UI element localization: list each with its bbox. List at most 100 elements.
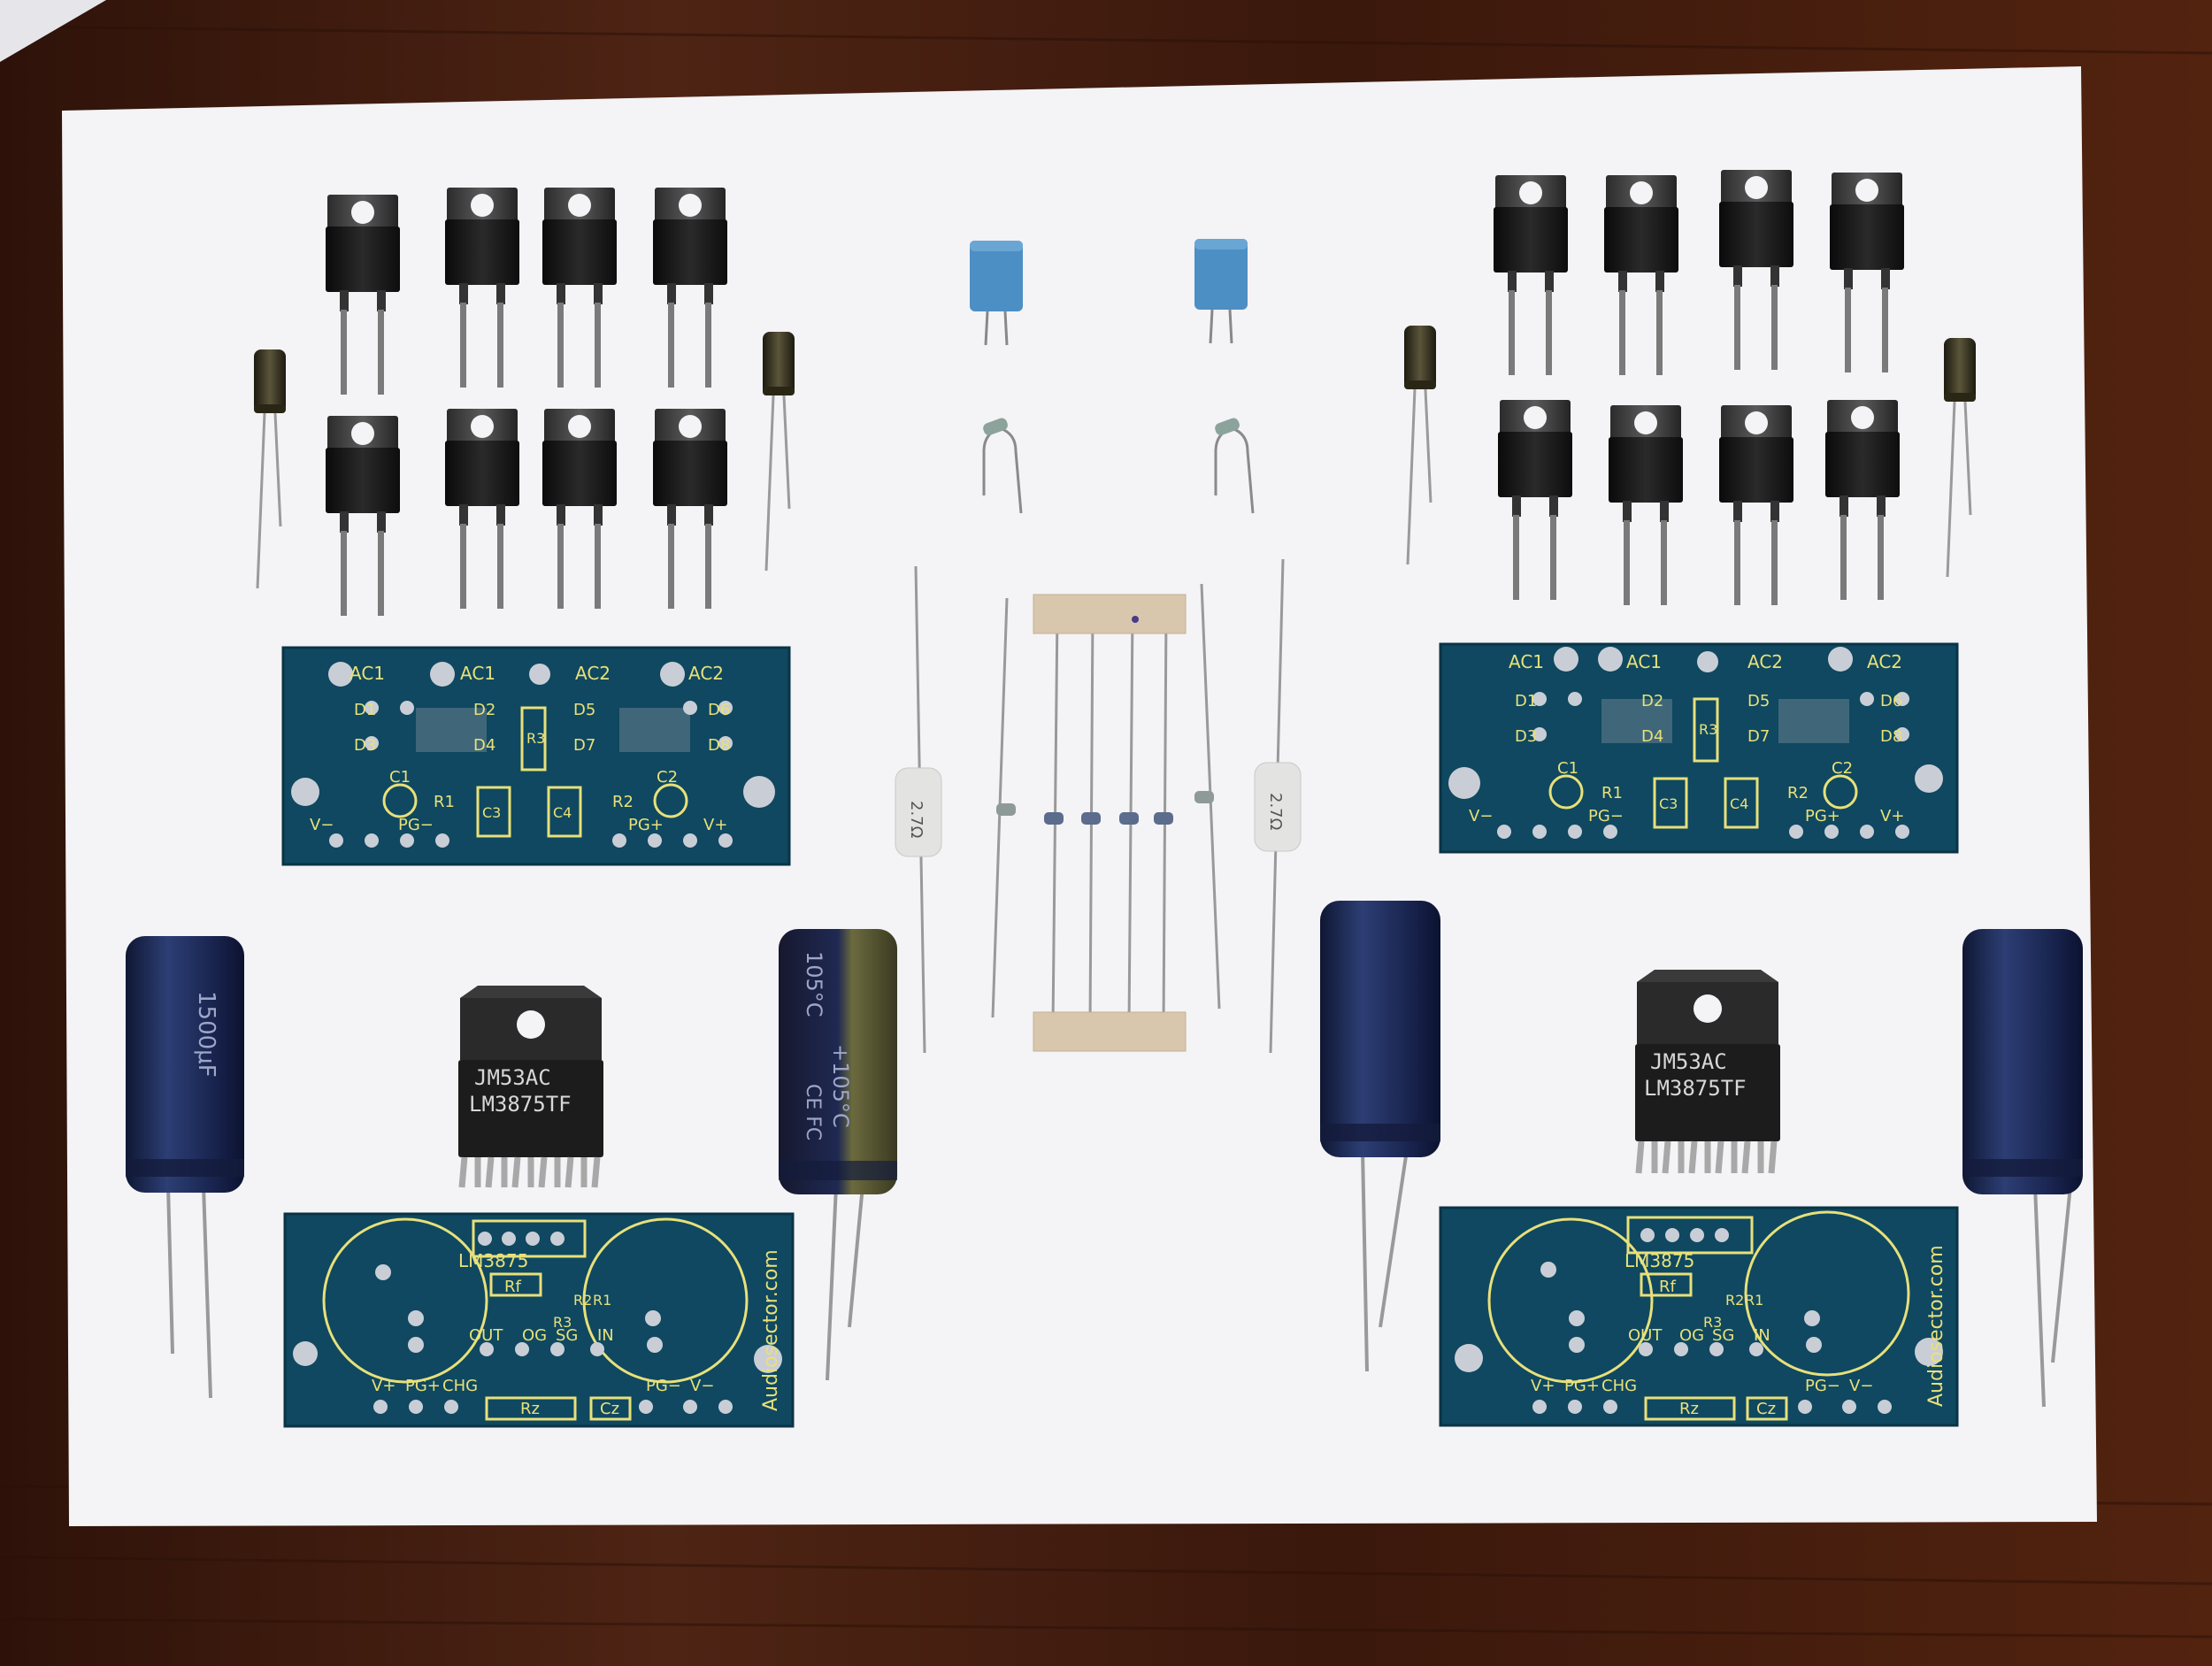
label-out: OUT [469, 1326, 503, 1345]
label-c2: C2 [1832, 759, 1853, 778]
label-chg: CHG [1601, 1377, 1637, 1395]
label-d4: D4 [473, 736, 495, 755]
label-rf: Rf [1659, 1278, 1677, 1296]
rectifier-pcb-right: AC1 AC1 AC2 AC2 D1 D2 D3 D4 D5 D6 D7 D8 … [1439, 642, 1959, 854]
label-ac2: AC2 [1747, 651, 1783, 672]
label-r1: R1 [1745, 1292, 1763, 1309]
label-pgminus: PG− [1588, 807, 1624, 825]
label-c1: C1 [1557, 759, 1578, 778]
label-ac1b: AC1 [1626, 651, 1662, 672]
label-vminus: V− [1469, 807, 1493, 825]
label-d8: D8 [1880, 727, 1902, 746]
label-r1: R1 [593, 1292, 611, 1309]
lm3875-ic-right: JM53AC LM3875TF [1635, 970, 1780, 1174]
label-ac1b: AC1 [460, 663, 495, 684]
label-d8: D8 [708, 736, 730, 755]
label-d2: D2 [473, 701, 495, 719]
label-sg: SG [556, 1326, 578, 1345]
label-c1: C1 [389, 768, 411, 787]
label-pgplus: PG+ [1564, 1377, 1600, 1395]
paper-corner [0, 0, 106, 62]
label-chg: CHG [442, 1377, 478, 1395]
cap-marking: 1500μF [193, 991, 219, 1078]
resistor-tape-strip [991, 583, 1221, 1052]
big-capacitor-right [1962, 929, 2083, 1408]
label-chip: LM3875 [1624, 1250, 1694, 1271]
label-r3: R3 [526, 730, 545, 747]
label-rz: Rz [1679, 1400, 1699, 1418]
label-og: OG [522, 1326, 547, 1345]
ic-line2: LM3875TF [469, 1092, 572, 1117]
label-og: OG [1679, 1326, 1704, 1345]
label-vplus: V+ [703, 816, 727, 834]
label-d6: D6 [1880, 692, 1902, 710]
power-resistor-right: 2.7Ω [1254, 558, 1302, 1054]
label-c2: C2 [657, 768, 678, 787]
label-ac2b: AC2 [688, 663, 724, 684]
label-pgminus: PG− [398, 816, 434, 834]
label-d2: D2 [1641, 692, 1663, 710]
label-in: IN [1754, 1326, 1770, 1345]
label-r3: R3 [1703, 1314, 1722, 1331]
label-cz: Cz [1756, 1400, 1776, 1418]
label-site: Audiosector.com [760, 1249, 782, 1411]
label-r2: R2 [1787, 784, 1809, 802]
label-d6: D6 [708, 701, 730, 719]
label-pgplus: PG+ [1805, 807, 1840, 825]
label-chip: LM3875 [458, 1250, 528, 1271]
label-r1: R1 [434, 793, 455, 811]
label-d5: D5 [573, 701, 595, 719]
label-c3: C3 [1659, 795, 1678, 812]
label-d4: D4 [1641, 727, 1663, 746]
big-capacitor-center-right [1320, 901, 1440, 1372]
ic-line1: JM53AC [474, 1065, 551, 1090]
label-ac2: AC2 [575, 663, 611, 684]
label-pgminus: PG− [1805, 1377, 1840, 1395]
label-d3: D3 [354, 736, 376, 755]
label-vminus: V− [1849, 1377, 1873, 1395]
amp-pcb-left: LM3875 Audiosector.com Rf R3 R2 R1 OUT O… [283, 1212, 795, 1428]
cap-marking-fc: CE FC [802, 1084, 824, 1140]
label-c4: C4 [1730, 795, 1748, 812]
amp-pcb-right: LM3875 Audiosector.com Rf R3 R2 R1 OUT O… [1439, 1206, 1959, 1427]
label-ac1: AC1 [349, 663, 385, 684]
label-out: OUT [1628, 1326, 1663, 1345]
lm3875-ic-left: JM53AC LM3875TF [458, 986, 603, 1188]
big-capacitor-left: 1500μF [126, 936, 244, 1399]
label-sg: SG [1712, 1326, 1734, 1345]
label-ac1: AC1 [1509, 651, 1544, 672]
label-vminus: V− [310, 816, 334, 834]
label-vplus: V+ [372, 1377, 396, 1395]
label-vminus: V− [690, 1377, 714, 1395]
label-cz: Cz [600, 1400, 619, 1418]
label-rz: Rz [520, 1400, 540, 1418]
label-c4: C4 [553, 804, 572, 821]
rectifier-pcb-left: AC1 AC1 AC2 AC2 D1 D2 D3 D4 D5 D6 D7 D8 … [281, 646, 791, 866]
power-resistor-value: 2.7Ω [907, 801, 926, 839]
ic-line1: JM53AC [1650, 1049, 1727, 1074]
label-r2: R2 [573, 1292, 592, 1309]
label-r3: R3 [553, 1314, 572, 1331]
label-vplus: V+ [1880, 807, 1904, 825]
label-r2: R2 [1725, 1292, 1744, 1309]
label-r1: R1 [1601, 784, 1623, 802]
label-d3: D3 [1515, 727, 1537, 746]
label-d5: D5 [1747, 692, 1770, 710]
power-resistor-value: 2.7Ω [1266, 793, 1285, 831]
power-resistor-left: 2.7Ω [895, 565, 942, 1054]
label-r2: R2 [612, 793, 634, 811]
label-pgminus: PG− [646, 1377, 681, 1395]
label-pgplus: PG+ [405, 1377, 441, 1395]
label-c3: C3 [482, 804, 501, 821]
label-in: IN [597, 1326, 614, 1345]
label-r3: R3 [1699, 721, 1717, 738]
label-d1: D1 [1515, 692, 1537, 710]
label-ac2b: AC2 [1867, 651, 1902, 672]
cap-marking: 105°C [802, 951, 826, 1017]
big-capacitor-center-left: 105°C +105°C CE FC [779, 929, 897, 1381]
label-d1: D1 [354, 701, 376, 719]
label-rf: Rf [504, 1278, 522, 1296]
ic-line2: LM3875TF [1644, 1076, 1747, 1101]
cap-marking-2: +105°C [828, 1044, 853, 1128]
